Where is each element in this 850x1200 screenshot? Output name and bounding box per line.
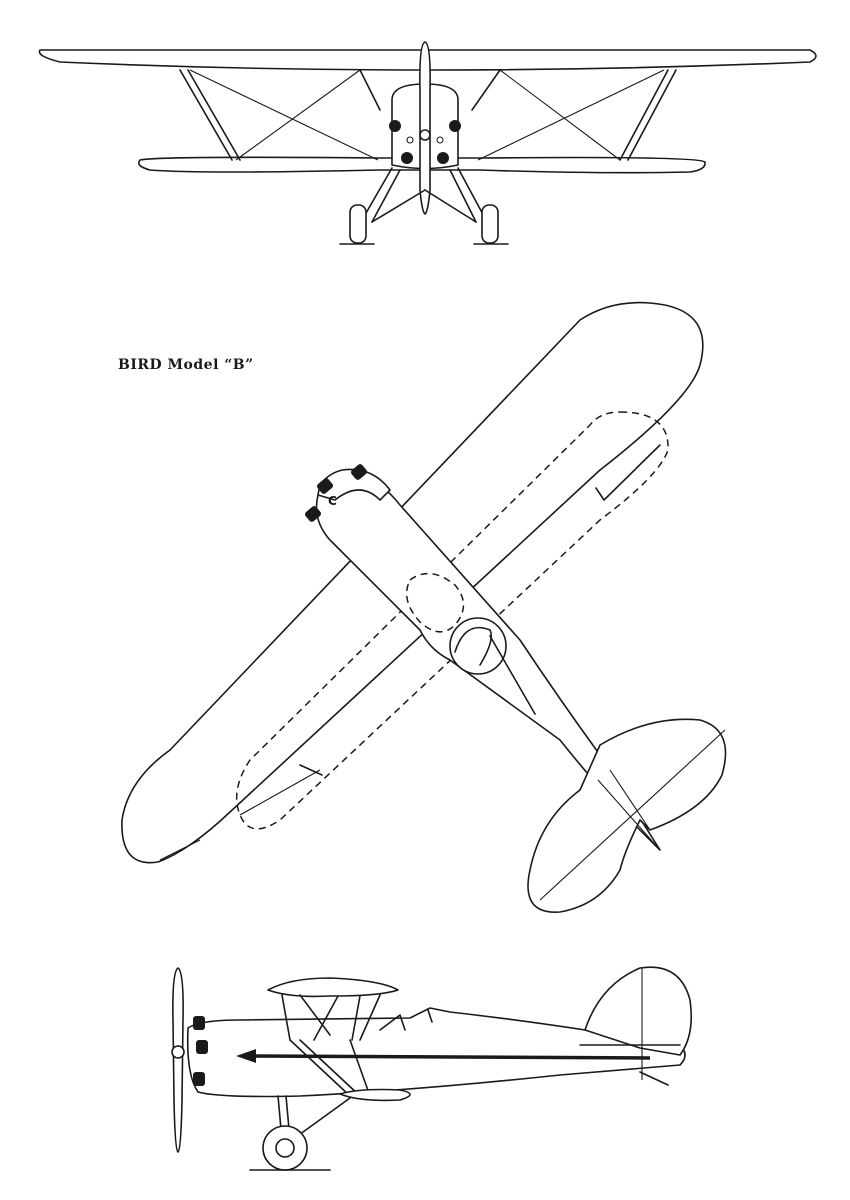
front-propeller xyxy=(419,41,431,215)
plan-upper-wing xyxy=(121,301,704,864)
front-view xyxy=(38,41,817,245)
plan-lower-wing xyxy=(235,411,669,830)
front-landing-gear xyxy=(339,167,509,245)
side-upper-wing xyxy=(267,977,399,998)
side-thrust-line-arrow xyxy=(236,1049,651,1063)
plan-view: C xyxy=(121,301,727,913)
side-cabane-struts xyxy=(281,994,381,1097)
svg-text:C: C xyxy=(328,494,337,508)
side-propeller xyxy=(172,967,184,1153)
plan-cockpit xyxy=(449,617,507,675)
plan-horizontal-stabilizer xyxy=(527,718,727,913)
plan-engine-cylinders: C xyxy=(305,464,367,522)
front-lower-wing xyxy=(137,156,706,174)
side-lower-wing xyxy=(339,1088,411,1102)
side-fuselage xyxy=(186,1007,686,1098)
side-vertical-tail xyxy=(584,966,693,1056)
drawing-caption: BIRD Model “B” xyxy=(118,357,254,373)
side-view xyxy=(171,966,693,1171)
front-struts xyxy=(179,69,677,161)
side-engine-cylinders xyxy=(193,1016,208,1086)
side-landing-gear xyxy=(249,1095,351,1171)
